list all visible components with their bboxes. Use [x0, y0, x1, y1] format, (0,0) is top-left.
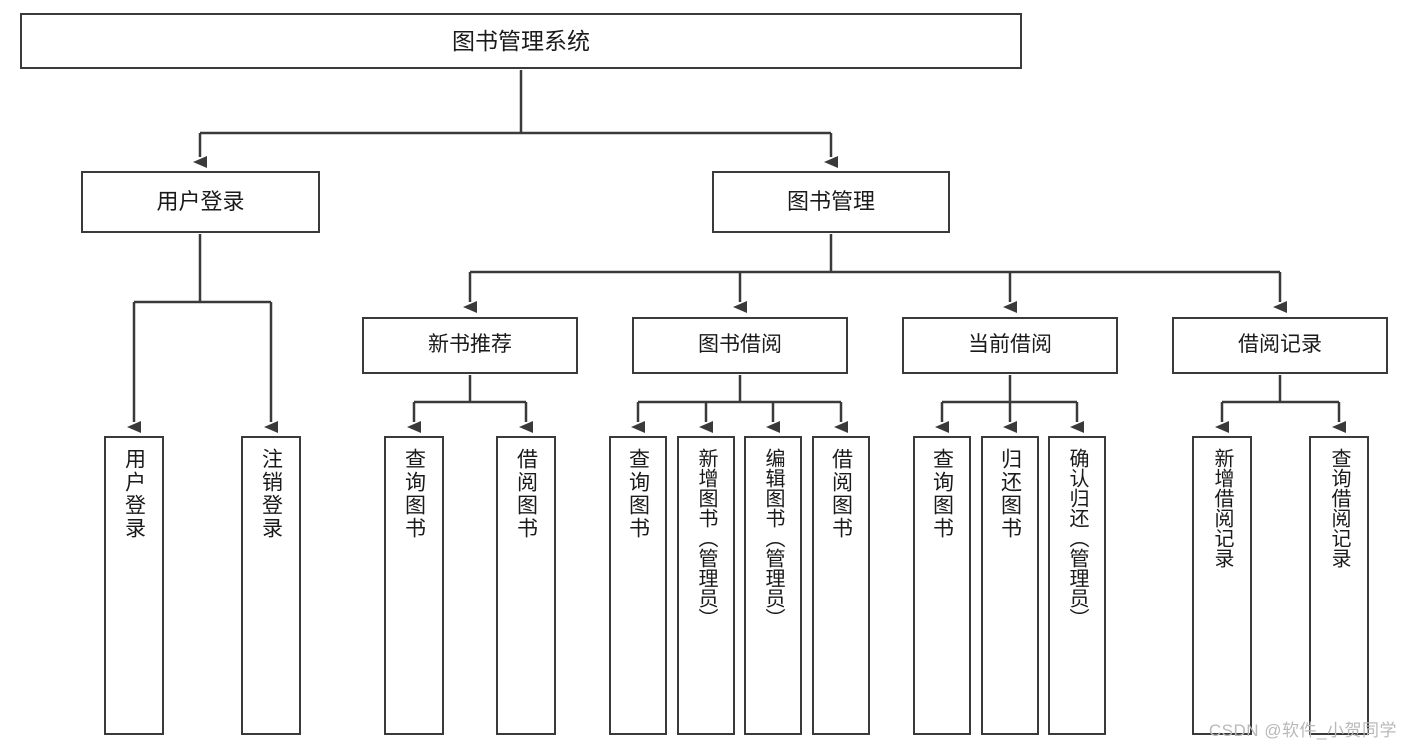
node-new-book-recommend[interactable]: 新书推荐: [362, 317, 578, 374]
leaf-query-book-borrow[interactable]: 查询图书: [609, 436, 667, 735]
node-label: 借阅图书: [514, 448, 538, 540]
leaf-add-book-admin[interactable]: 新增图书（管理员）: [677, 436, 735, 735]
node-label: 新书推荐: [428, 333, 512, 357]
leaf-edit-book-admin[interactable]: 编辑图书（管理员）: [744, 436, 802, 735]
node-label: 新增借阅记录: [1211, 448, 1233, 568]
node-label: 查询图书: [402, 448, 426, 540]
node-user-login[interactable]: 用户登录: [81, 171, 320, 233]
leaf-query-book-recommend[interactable]: 查询图书: [384, 436, 444, 735]
leaf-borrow-book[interactable]: 借阅图书: [812, 436, 870, 735]
leaf-borrow-book-recommend[interactable]: 借阅图书: [496, 436, 556, 735]
node-label: 用户登录: [156, 189, 245, 215]
node-label: 确认归还（管理员）: [1066, 448, 1088, 628]
node-label: 归还图书: [998, 448, 1022, 540]
node-label: 图书管理: [786, 189, 875, 215]
node-label: 借阅记录: [1238, 333, 1322, 357]
node-label: 查询图书: [930, 448, 954, 540]
watermark: CSDN @软件_小贺同学: [1208, 721, 1397, 740]
leaf-query-borrow-record[interactable]: 查询借阅记录: [1309, 436, 1369, 735]
node-label: 新增图书（管理员）: [695, 448, 717, 628]
node-label: 查询图书: [626, 448, 650, 540]
node-label: 用户登录: [122, 448, 146, 540]
node-label: 图书借阅: [698, 333, 782, 357]
leaf-confirm-return-admin[interactable]: 确认归还（管理员）: [1048, 436, 1106, 735]
leaf-user-login[interactable]: 用户登录: [104, 436, 164, 735]
leaf-add-borrow-record[interactable]: 新增借阅记录: [1192, 436, 1252, 735]
node-label: 图书管理系统: [452, 27, 590, 54]
node-label: 编辑图书（管理员）: [762, 448, 784, 628]
node-current-borrow[interactable]: 当前借阅: [902, 317, 1118, 374]
node-book-management[interactable]: 图书管理: [712, 171, 950, 233]
leaf-return-book[interactable]: 归还图书: [981, 436, 1039, 735]
node-book-borrow[interactable]: 图书借阅: [632, 317, 848, 374]
node-borrow-record[interactable]: 借阅记录: [1172, 317, 1388, 374]
leaf-logout[interactable]: 注销登录: [241, 436, 301, 735]
node-label: 注销登录: [259, 448, 283, 540]
node-root-book-management-system[interactable]: 图书管理系统: [20, 13, 1022, 69]
node-label: 借阅图书: [829, 448, 853, 540]
node-label: 当前借阅: [968, 333, 1052, 357]
leaf-query-book-current[interactable]: 查询图书: [913, 436, 971, 735]
node-label: 查询借阅记录: [1328, 448, 1350, 568]
